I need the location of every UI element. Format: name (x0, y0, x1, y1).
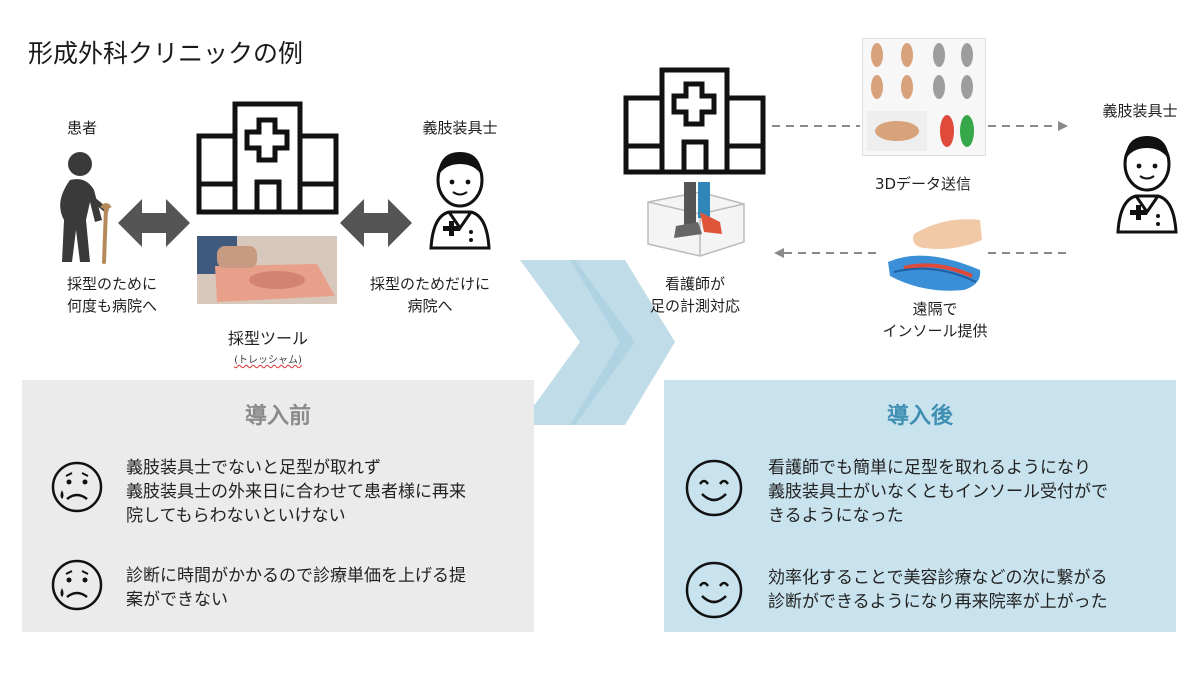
patient-label: 患者 (66, 119, 97, 137)
smile-face-icon (685, 459, 743, 517)
tool-label: 採型ツール (227, 329, 308, 348)
foam-impression-photo (197, 236, 337, 304)
page-title: 形成外科クリニックの例 (28, 39, 304, 68)
dashed-line (772, 125, 860, 127)
dashed-line (988, 252, 1068, 254)
sad-face-icon (51, 461, 103, 513)
elderly-person-icon (60, 152, 112, 264)
prosthetist-label: 義肢装具士 (422, 119, 498, 137)
nurse-caption: 看護師が 足の計測対応 (649, 275, 740, 315)
prosthetist-label: 義肢装具士 (1102, 102, 1178, 120)
after-item-2: 効率化することで美容診療などの次に繋がる 診断ができるようになり再来院率が上がっ… (768, 568, 1108, 612)
tool-sublabel: (トレッシャム) (234, 355, 302, 366)
prosthetist-caption: 採型のためだけに 病院へ (369, 275, 490, 315)
remote-caption: 遠隔で インソール提供 (882, 300, 988, 340)
before-panel: 導入前 義肢装具士でないと足型が取れず 義肢装具士の外来日に合わせて患者様に再来… (22, 380, 534, 632)
before-item-2: 診断に時間がかかるので診療単価を上げる提 案ができない (126, 566, 466, 610)
hospital-icon (623, 67, 766, 175)
smile-face-icon (685, 561, 743, 619)
hospital-icon (196, 101, 339, 215)
sad-face-icon (51, 559, 103, 611)
insole-image (888, 219, 982, 291)
3d-data-image (862, 38, 986, 156)
prosthetist-icon (1116, 136, 1178, 234)
prosthetist-icon (429, 152, 491, 250)
dashed-arrow-left-icon (774, 248, 882, 258)
after-panel: 導入後 看護師でも簡単に足型を取れるようになり 義肢装具士がいなくともインソール… (664, 380, 1176, 632)
patient-caption: 採型のために 何度も病院へ (66, 275, 157, 315)
after-heading: 導入後 (886, 404, 953, 429)
dashed-arrow-right-icon (988, 121, 1068, 131)
double-arrow-icon (118, 199, 190, 247)
send-label: 3Dデータ送信 (874, 175, 972, 193)
double-arrow-icon (340, 199, 412, 247)
foot-scanner-image (647, 182, 745, 257)
before-item-1: 義肢装具士でないと足型が取れず 義肢装具士の外来日に合わせて患者様に再来 院して… (126, 458, 466, 526)
after-item-1: 看護師でも簡単に足型を取れるようになり 義肢装具士がいなくともインソール受付がで… (768, 458, 1108, 526)
chevron-arrows-icon (520, 260, 675, 425)
before-heading: 導入前 (244, 404, 311, 429)
